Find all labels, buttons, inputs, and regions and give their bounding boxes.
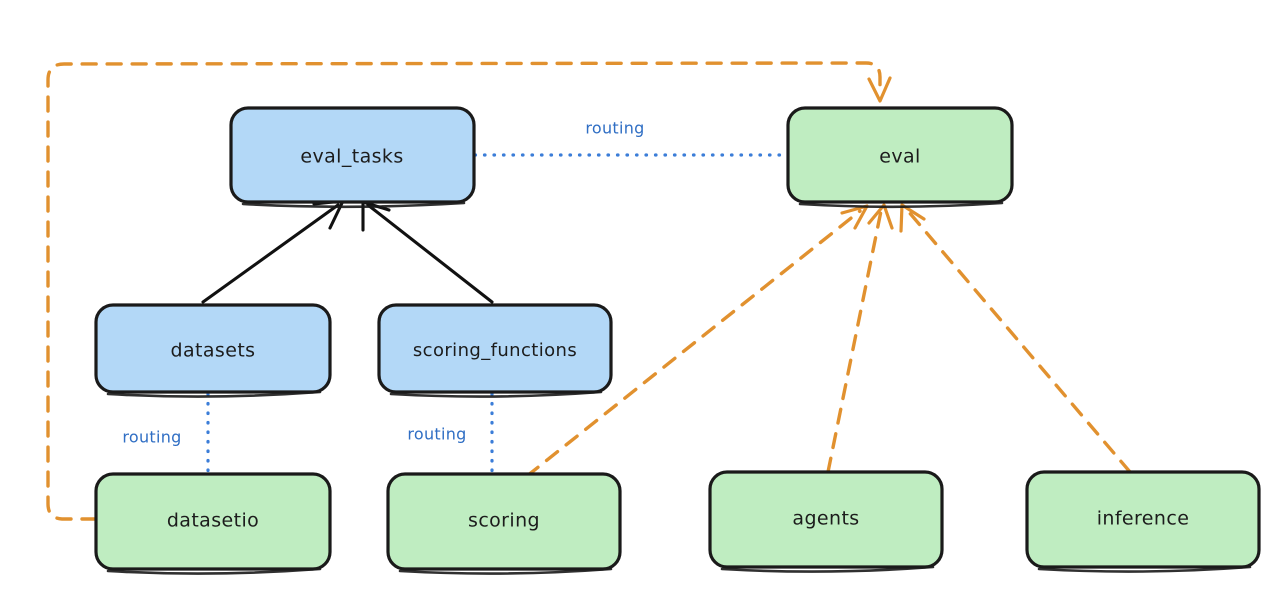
- edge-agents-to-eval: [826, 203, 894, 474]
- node-eval-tasks[interactable]: eval_tasks: [229, 106, 476, 209]
- edge-label-routing-datasets: routing: [122, 428, 181, 447]
- node-datasetio[interactable]: datasetio: [94, 472, 332, 575]
- edge-scoring-functions-to-eval-tasks: [361, 200, 494, 304]
- edge-datasetio-to-eval: [46, 61, 892, 521]
- node-scoring[interactable]: scoring: [386, 472, 622, 575]
- node-agents[interactable]: agents: [708, 470, 944, 573]
- node-eval-tasks-label: eval_tasks: [300, 146, 403, 168]
- node-datasets[interactable]: datasets: [94, 303, 332, 398]
- node-datasets-label: datasets: [171, 340, 256, 362]
- node-inference-label: inference: [1097, 508, 1190, 530]
- node-eval-label: eval: [879, 146, 920, 168]
- edge-datasets-to-eval-tasks: [201, 199, 345, 304]
- edge-label-routing-scoring-functions: routing: [407, 425, 466, 444]
- node-eval[interactable]: eval: [786, 106, 1014, 209]
- node-scoring-functions-label: scoring_functions: [413, 340, 577, 361]
- node-scoring-functions[interactable]: scoring_functions: [377, 303, 613, 398]
- node-scoring-label: scoring: [468, 510, 540, 532]
- node-agents-label: agents: [792, 508, 859, 530]
- node-datasetio-label: datasetio: [167, 510, 259, 532]
- node-inference[interactable]: inference: [1025, 470, 1261, 573]
- edge-label-routing-top: routing: [585, 119, 644, 138]
- edge-inference-to-eval: [899, 203, 1132, 474]
